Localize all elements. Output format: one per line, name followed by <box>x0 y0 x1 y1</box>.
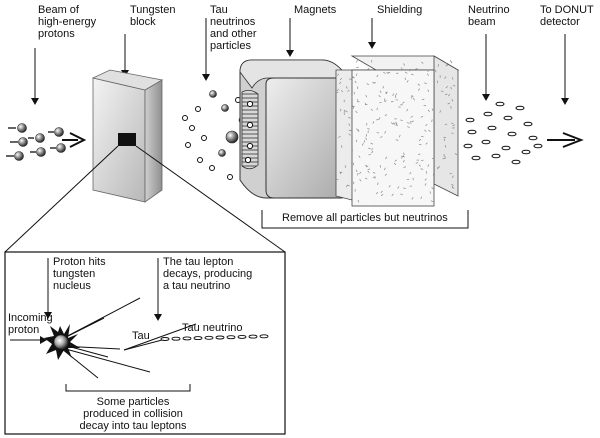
remove-particles-label: Remove all particles but neutrinos <box>282 212 448 224</box>
tau-neutrino-label: Tau neutrino <box>182 322 243 334</box>
inset-frame <box>4 145 286 435</box>
magnets-label: Magnets <box>294 4 337 16</box>
collision-inset <box>10 258 269 392</box>
tungsten-block <box>91 69 164 203</box>
tau-neutrinos-label: Tau neutrinos and other particles <box>210 4 257 52</box>
neutrino-beam-label: Neutrino beam <box>468 4 510 28</box>
beam-label: Beam of high-energy protons <box>38 4 97 40</box>
neutrino-beam <box>463 101 584 165</box>
proton-beam <box>6 123 87 161</box>
tungsten-label: Tungsten block <box>130 4 176 28</box>
tau-decays-label: The tau lepton decays, producing a tau n… <box>163 256 253 292</box>
magnets <box>239 59 349 199</box>
incoming-proton-label: Incoming proton <box>8 312 53 336</box>
tau-leptons-label: Some particles produced in collision dec… <box>79 396 187 432</box>
shielding-texture <box>335 59 458 203</box>
tau-label: Tau <box>132 330 150 342</box>
shielding <box>335 55 460 207</box>
donut-detector-label: To DONUT detector <box>540 4 594 28</box>
remove-bracket <box>261 210 469 229</box>
shielding-label: Shielding <box>377 4 423 16</box>
proton-hits-label: Proton hits tungsten nucleus <box>53 256 106 292</box>
pointer-arrows <box>31 18 569 105</box>
